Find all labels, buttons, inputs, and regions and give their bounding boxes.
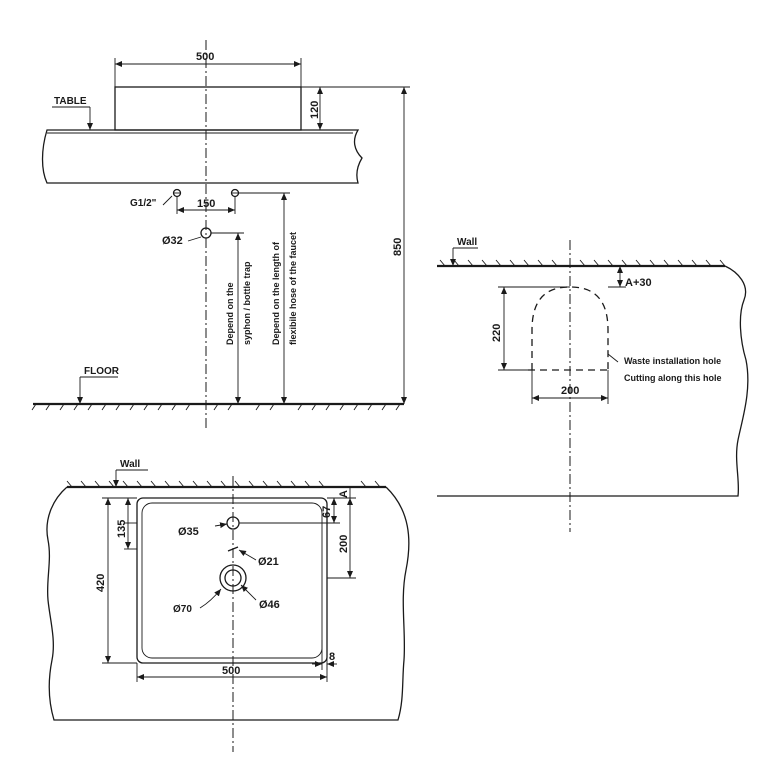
basin-inner-bowl [141, 502, 323, 659]
floor-label: FLOOR [84, 366, 120, 377]
cutout-width-dim: 200 [561, 385, 579, 397]
thread-label: G1/2" [130, 198, 157, 209]
drain-inner [224, 569, 242, 587]
drain-outer-dim: Ø70 [173, 604, 192, 615]
countertop-outline [46, 486, 410, 721]
plan-wall-label: Wall [120, 459, 140, 470]
plan-view: Wall Ø35 Ø21 Ø70 Ø46 135 420 [46, 459, 410, 752]
basin-width-dim: 500 [196, 51, 214, 63]
overflow-dim: Ø21 [258, 556, 279, 568]
basin-elevation [114, 86, 302, 131]
overall-height-dim: 850 [392, 238, 404, 256]
supply-connectors [172, 188, 240, 214]
cutout-note-line2: Cutting along this hole [624, 373, 722, 383]
rim-dim: 8 [329, 651, 335, 663]
front-elevation-view: 500 120 850 TABLE 150 G1/2" [31, 40, 410, 430]
drain-inner-dim: Ø46 [259, 599, 280, 611]
tap-hole-dim: Ø35 [178, 526, 199, 538]
cutout-note-line1: Waste installation hole [624, 356, 721, 366]
plan-width-dim: 500 [222, 665, 240, 677]
table-slab [41, 129, 363, 184]
wall-offset-label: A [338, 490, 350, 498]
table-label: TABLE [54, 96, 87, 107]
depth-dim: 420 [95, 574, 107, 592]
overflow-slot [227, 546, 239, 552]
offset-dim: A+30 [625, 277, 652, 289]
faucet-note-line1: Depend on the length of [271, 241, 281, 345]
drain-outer [219, 564, 247, 592]
basin-outer-rim [136, 497, 328, 664]
cutout-height-dim: 220 [491, 324, 503, 342]
wall-view-wall-label: Wall [457, 237, 477, 248]
tap-wall-dim: 67 [321, 506, 333, 518]
faucet-note-line2: flexibile hose of the faucet [288, 232, 298, 345]
basin-height-dim: 120 [309, 101, 321, 119]
drain-wall-dim: 200 [338, 535, 350, 553]
tap-offset-dim: 135 [116, 520, 128, 538]
spacing-dim: 150 [197, 198, 215, 210]
siphon-note-line1: Depend on the [225, 283, 235, 346]
wall-cutout-view: Wall A+30 220 200 Waste installation hol… [437, 237, 749, 532]
siphon-note-line2: syphon / bottle trap [242, 261, 252, 345]
waste-dim: Ø32 [162, 235, 183, 247]
